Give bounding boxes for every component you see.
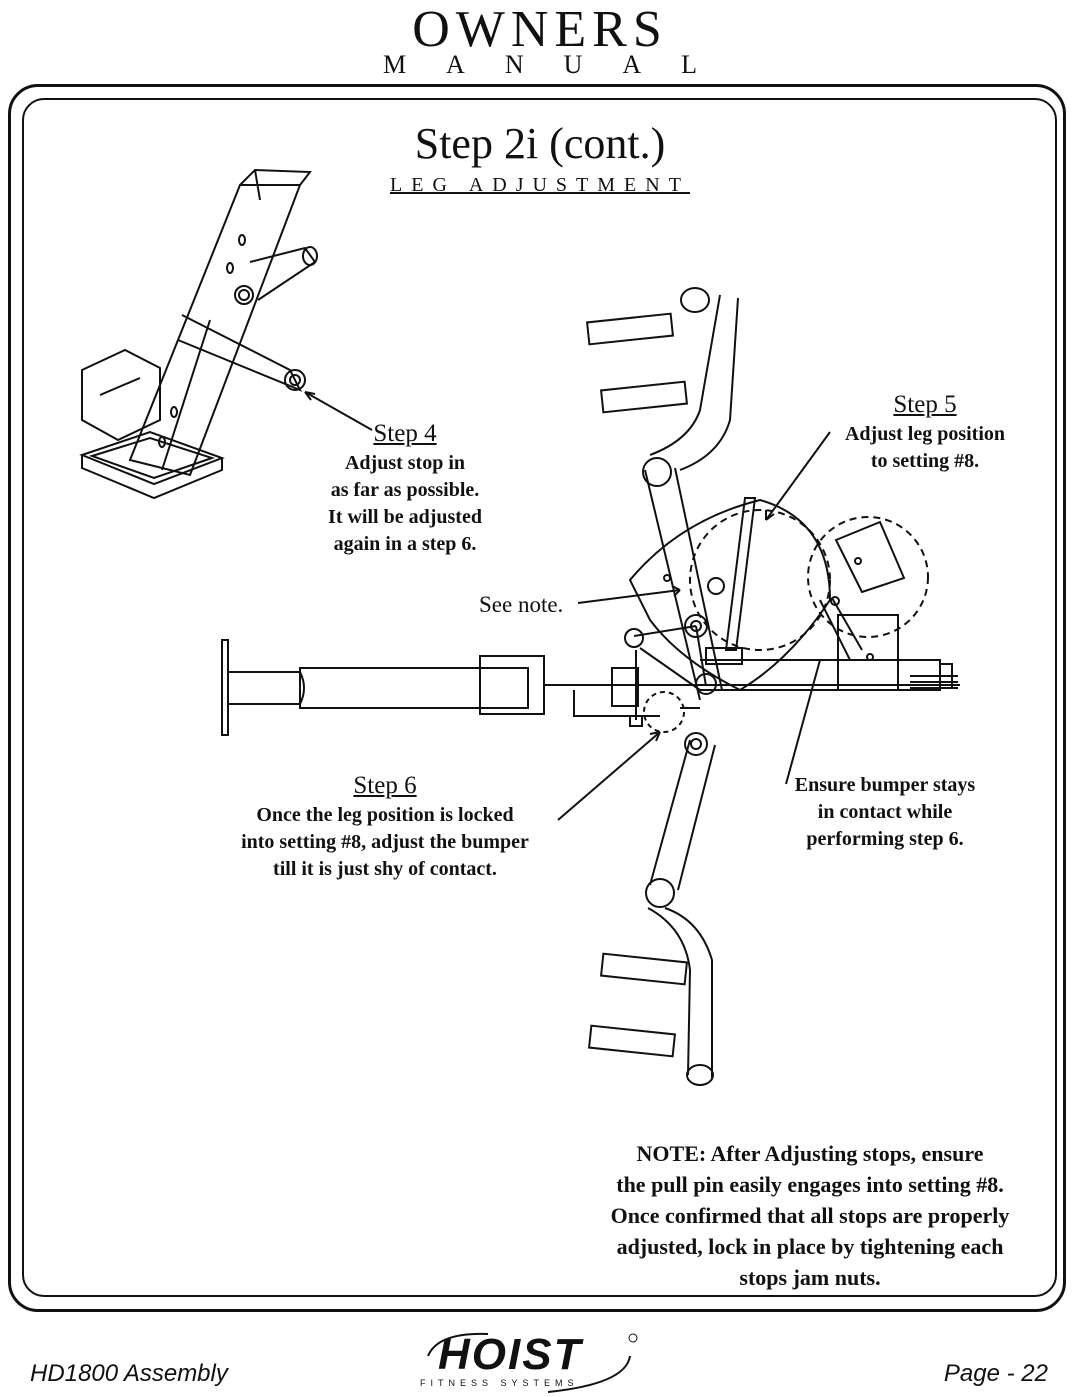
main-plan-view bbox=[221, 287, 960, 1086]
step4-text: Adjust stop in as far as possible. It wi… bbox=[328, 452, 482, 555]
bumper-text: Ensure bumper stays in contact while per… bbox=[794, 774, 976, 850]
see-note-label: See note. bbox=[479, 592, 564, 617]
step6-heading: Step 6 bbox=[353, 772, 417, 799]
logo-wordmark: HOIST bbox=[438, 1330, 583, 1379]
note-text: NOTE: After Adjusting stops, ensure the … bbox=[610, 1141, 1010, 1290]
page-frame-inner bbox=[22, 98, 1057, 1297]
page-frame-outer bbox=[8, 84, 1066, 1312]
page-number: Page - 22 bbox=[943, 1360, 1048, 1387]
model-label: HD1800 Assembly bbox=[30, 1360, 228, 1387]
step-title: Step 2i (cont.) bbox=[414, 119, 666, 168]
step5-text: Adjust leg position to setting #8. bbox=[844, 423, 1006, 472]
leg-stop-detail bbox=[79, 168, 373, 500]
step5-heading: Step 5 bbox=[893, 391, 957, 418]
hoist-logo: HOIST FITNESS SYSTEMS bbox=[398, 1326, 668, 1396]
manual-title: OWNERS bbox=[412, 1, 668, 58]
bumper-label: Ensure bumper stays in contact while per… bbox=[775, 772, 995, 853]
logo-swoosh-icon bbox=[427, 1332, 638, 1393]
step4-heading: Step 4 bbox=[373, 420, 437, 447]
step6-text: Once the leg position is locked into set… bbox=[241, 804, 529, 880]
step-subtitle: LEG ADJUSTMENT bbox=[0, 174, 1080, 197]
logo-tagline: FITNESS SYSTEMS bbox=[420, 1378, 579, 1388]
step-subtitle-text: LEG ADJUSTMENT bbox=[390, 174, 690, 196]
manual-subtitle: MANUAL bbox=[382, 50, 738, 79]
step5-label: Step 5 Adjust leg position to setting #8… bbox=[820, 391, 1030, 475]
step4-label: Step 4 Adjust stop in as far as possible… bbox=[300, 420, 510, 558]
step6-label: Step 6 Once the leg position is locked i… bbox=[210, 772, 560, 883]
